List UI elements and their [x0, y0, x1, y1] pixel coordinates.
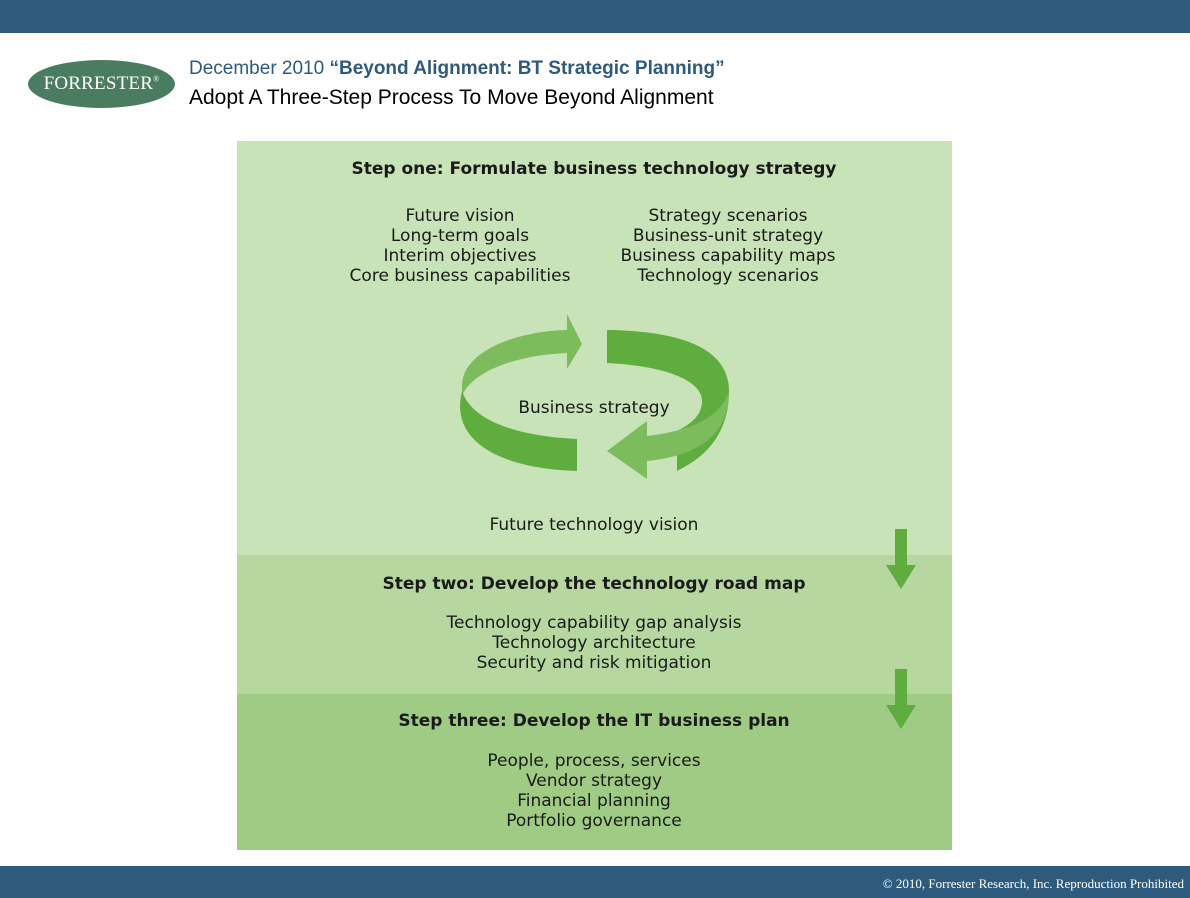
- logo-text: FORRESTER®: [43, 73, 160, 94]
- report-title: “Beyond Alignment: BT Strategic Planning…: [329, 58, 725, 79]
- list-item: Core business capabilities: [349, 266, 571, 286]
- list-item: Technology capability gap analysis: [446, 613, 742, 633]
- step-one-right-list: Strategy scenarios Business-unit strateg…: [620, 206, 835, 286]
- down-arrow-icon: [886, 669, 916, 729]
- future-technology-vision-label: Future technology vision: [489, 515, 699, 535]
- step-two-list: Technology capability gap analysis Techn…: [447, 613, 742, 673]
- cycle-label: Business strategy: [518, 398, 670, 418]
- copyright-notice: © 2010, Forrester Research, Inc. Reprodu…: [882, 876, 1184, 891]
- top-bar: [0, 0, 1190, 33]
- step-one-panel: Step one: Formulate business technology …: [237, 141, 952, 555]
- cycle-arrow-top-left: [462, 314, 582, 396]
- list-item: People, process, services: [487, 751, 701, 771]
- report-date: December 2010: [189, 58, 330, 79]
- step-two-title: Step two: Develop the technology road ma…: [382, 574, 806, 594]
- list-item: Business capability maps: [620, 246, 836, 266]
- cycle-arrow-bottom-right: [607, 391, 729, 479]
- list-item: Business-unit strategy: [632, 226, 824, 246]
- list-item: Financial planning: [517, 791, 671, 811]
- bottom-bar: © 2010, Forrester Research, Inc. Reprodu…: [0, 866, 1190, 898]
- list-item: Future vision: [405, 206, 515, 226]
- list-item: Portfolio governance: [506, 811, 682, 831]
- list-item: Technology scenarios: [637, 266, 819, 286]
- list-item: Security and risk mitigation: [476, 653, 712, 673]
- three-step-diagram: Step one: Formulate business technology …: [237, 141, 952, 850]
- step-three-title: Step three: Develop the IT business plan: [398, 711, 790, 731]
- down-arrow-icon: [886, 529, 916, 589]
- cycle-arrows-icon: [460, 314, 729, 479]
- step-one-title: Step one: Formulate business technology …: [351, 159, 837, 179]
- forrester-logo: FORRESTER®: [28, 60, 175, 108]
- list-item: Technology architecture: [492, 633, 696, 653]
- slide-title: Adopt A Three-Step Process To Move Beyon…: [189, 86, 714, 109]
- list-item: Long-term goals: [390, 226, 530, 246]
- list-item: Interim objectives: [383, 246, 537, 266]
- report-citation: December 2010 “Beyond Alignment: BT Stra…: [189, 58, 725, 80]
- step-one-left-list: Future vision Long-term goals Interim ob…: [350, 206, 571, 286]
- cycle-arrow-left: [460, 391, 577, 471]
- list-item: Strategy scenarios: [648, 206, 808, 226]
- step-two-panel: Step two: Develop the technology road ma…: [237, 555, 952, 694]
- step-three-panel: Step three: Develop the IT business plan…: [237, 694, 952, 850]
- step-three-list: People, process, services Vendor strateg…: [487, 751, 700, 831]
- list-item: Vendor strategy: [525, 771, 663, 791]
